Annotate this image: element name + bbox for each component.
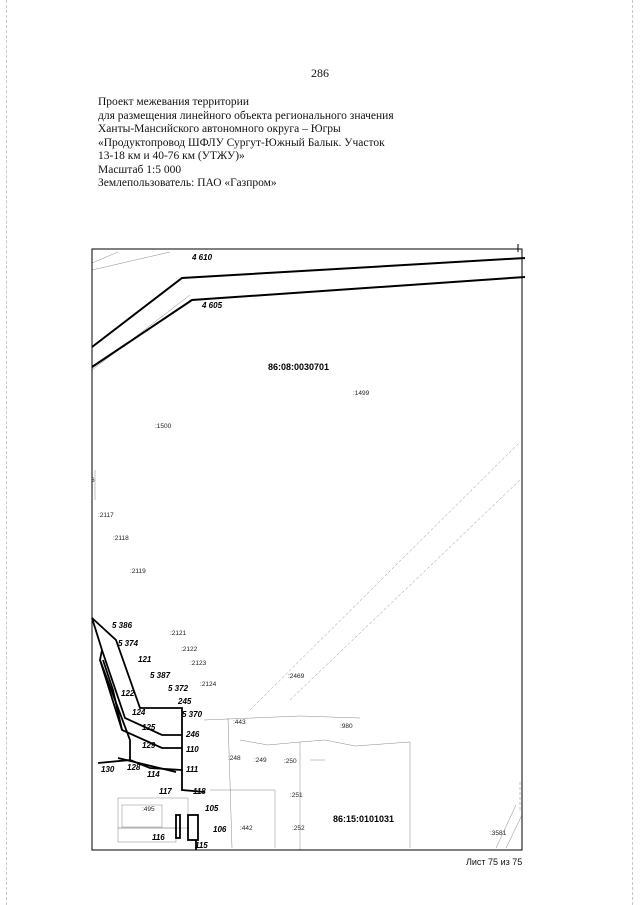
parcel-label: :251 xyxy=(290,792,303,799)
point-label: 129 xyxy=(142,741,156,750)
point-label: 106 xyxy=(213,825,227,834)
point-label: 5 370 xyxy=(182,710,203,719)
point-label: 111 xyxy=(186,765,199,774)
parcel-label: :2124 xyxy=(200,681,217,688)
parcel-label: :250 xyxy=(284,758,297,765)
sheet-number: Лист 75 из 75 xyxy=(466,857,523,867)
parcel-label: :1499 xyxy=(353,390,370,397)
point-label: 110 xyxy=(186,745,199,754)
parcel-label: :495 xyxy=(142,806,155,813)
map-frame xyxy=(91,248,523,851)
point-label: 124 xyxy=(132,708,146,717)
point-label: 246 xyxy=(185,730,200,739)
point-label: 245 xyxy=(177,697,192,706)
point-label: 118 xyxy=(193,787,206,796)
parcel-label: :442 xyxy=(240,825,253,832)
document-header: Проект межевания территории для размещен… xyxy=(98,96,538,191)
scan-edge-right xyxy=(632,0,634,905)
point-label: 5 386 xyxy=(112,621,133,630)
parcel-label: :249 xyxy=(254,757,267,764)
header-line-6-scale: Масштаб 1:5 000 xyxy=(98,163,182,176)
point-label: 125 xyxy=(142,723,156,732)
point-label: 128 xyxy=(127,763,141,772)
parcel-label: :2121 xyxy=(170,630,187,637)
header-line-5: 13-18 км и 40-76 км (УТЖУ)» xyxy=(98,150,245,162)
parcel-label: :1500 xyxy=(155,423,172,430)
parcel-boundaries xyxy=(91,617,206,850)
header-line-4: «Продуктопровод ШФЛУ Сургут-Южный Балык.… xyxy=(98,136,385,149)
parcel-label: :2117 xyxy=(98,512,114,519)
point-label: 4 610 xyxy=(191,253,213,262)
point-label: 5 387 xyxy=(150,671,171,680)
parcel-label: :252 xyxy=(292,825,305,832)
parcel-label: :2123 xyxy=(190,660,207,667)
corridor-boundary xyxy=(91,257,526,368)
point-label: 117 xyxy=(159,787,172,796)
parcel-label: :2122 xyxy=(181,646,198,653)
parcel-label: :2119 xyxy=(130,568,146,575)
point-label: 105 xyxy=(205,804,219,813)
point-label: 114 xyxy=(147,770,160,779)
parcel-label: :3581 xyxy=(490,830,507,837)
page-number: 286 xyxy=(311,66,329,80)
header-line-2: для размещения линейного объекта региона… xyxy=(98,109,394,122)
parcel-label: :980 xyxy=(340,723,353,730)
point-label: 130 xyxy=(101,765,115,774)
parcel-label: :2469 xyxy=(288,673,305,680)
point-label: 116 xyxy=(152,833,165,842)
parcel-label: 6 xyxy=(91,477,95,484)
header-line-1: Проект межевания территории xyxy=(98,96,249,108)
header-line-3: Ханты-Мансийского автономного округа – Ю… xyxy=(98,123,341,135)
scan-edge-left xyxy=(6,0,8,905)
point-label: 122 xyxy=(121,689,135,698)
parcel-label: :443 xyxy=(233,719,246,726)
point-label: 121 xyxy=(138,655,152,664)
parcel-label: :248 xyxy=(228,755,241,762)
point-label: 5 372 xyxy=(168,684,189,693)
cadastral-block-north: 86:08:0030701 xyxy=(268,362,329,372)
cadastral-block-south: 86:15:0101031 xyxy=(333,814,394,824)
point-label: 115 xyxy=(195,841,208,850)
point-label: 4 605 xyxy=(201,301,223,310)
point-label: 5 374 xyxy=(118,639,139,648)
parcel-label: :2118 xyxy=(113,535,129,542)
header-line-7-land-user: Землепользователь: ПАО «Газпром» xyxy=(98,177,277,189)
